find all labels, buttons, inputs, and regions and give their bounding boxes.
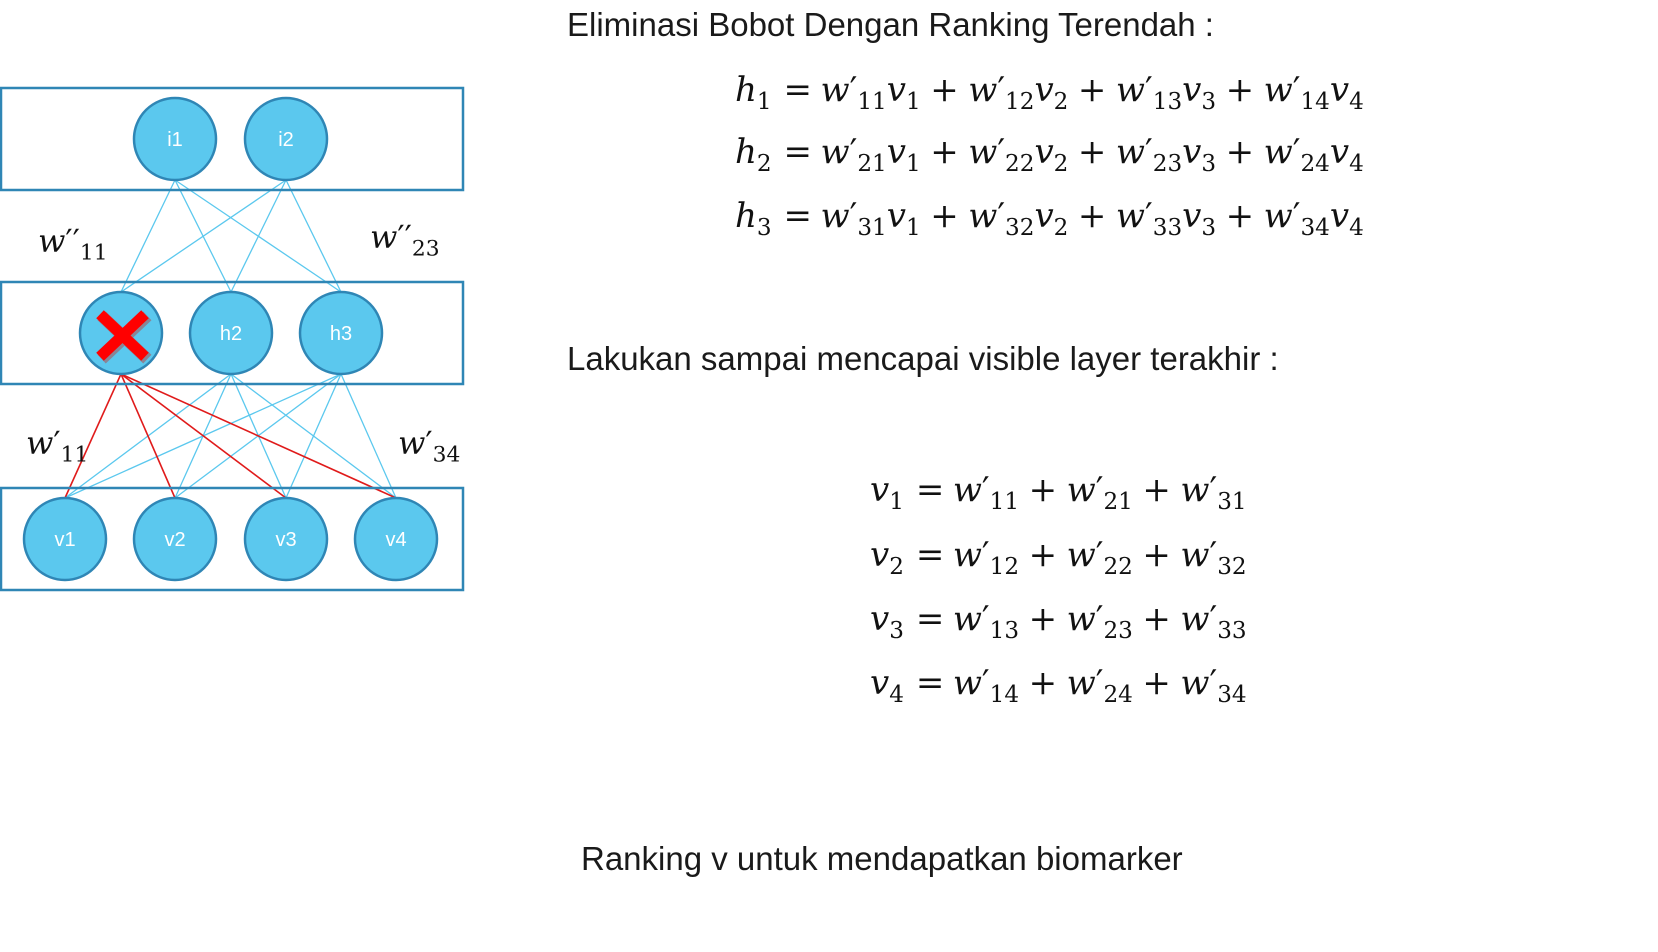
equation-v1: v1=w′11+w′21+w′31 <box>870 470 1247 516</box>
equation-h1: h1=w′11v1+w′12v2+w′13v3+w′14v4 <box>735 70 1364 116</box>
weight-label-w23-double: w′′23 <box>370 218 440 262</box>
link-i2-h1 <box>120 179 287 293</box>
node-v2-label: v2 <box>164 529 185 551</box>
equation-v4: v4=w′14+w′24+w′34 <box>870 663 1247 709</box>
node-i1-circle <box>132 96 218 182</box>
link-eliminated-h1-v3 <box>120 373 287 499</box>
link-i2-h2 <box>230 179 287 293</box>
hidden-layer-box <box>0 280 465 386</box>
eliminated-cross-icon <box>96 310 152 364</box>
node-h3-label: h3 <box>330 323 352 345</box>
node-h2-circle <box>188 290 274 376</box>
node-i2: i2 <box>243 96 329 182</box>
link-i1-h1 <box>120 179 176 293</box>
heading-repeat: Lakukan sampai mencapai visible layer te… <box>567 340 1279 377</box>
node-h2-label: h2 <box>220 323 242 345</box>
equation-h3: h3=w′31v1+w′32v2+w′33v3+w′34v4 <box>735 196 1364 242</box>
node-i1-label: i1 <box>167 129 183 151</box>
node-h3: h3 <box>298 290 384 376</box>
node-v1-circle <box>22 496 108 582</box>
links-top-to-hidden <box>120 179 342 293</box>
weight-label-w34-single: w′34 <box>398 424 461 468</box>
node-v2: v2 <box>132 496 218 582</box>
rbm-network-diagram: i1 i2 h2 h3 v1 v2 v3 v4 <box>0 86 465 592</box>
node-v4: v4 <box>353 496 439 582</box>
link-h3-v3 <box>285 373 342 499</box>
weight-label-w11-single: w′11 <box>26 424 89 468</box>
top-layer-box <box>0 86 465 192</box>
links-hidden-to-visible <box>64 373 397 499</box>
visible-layer-box <box>0 486 465 592</box>
node-v1-label: v1 <box>54 529 75 551</box>
node-v3: v3 <box>243 496 329 582</box>
node-v4-label: v4 <box>385 529 406 551</box>
heading-eliminate: Eliminasi Bobot Dengan Ranking Terendah … <box>567 6 1214 43</box>
weight-label-w11-double: w′′11 <box>38 222 108 266</box>
heading-ranking: Ranking v untuk mendapatkan biomarker <box>581 840 1183 877</box>
link-eliminated-h1-v4 <box>120 373 397 499</box>
node-v1: v1 <box>22 496 108 582</box>
node-v3-label: v3 <box>275 529 296 551</box>
equation-v3: v3=w′13+w′23+w′33 <box>870 599 1247 645</box>
node-v2-circle <box>132 496 218 582</box>
equation-h2: h2=w′21v1+w′22v2+w′23v3+w′24v4 <box>735 132 1364 178</box>
links-eliminated <box>64 373 397 499</box>
node-i1: i1 <box>132 96 218 182</box>
node-h2: h2 <box>188 290 274 376</box>
link-eliminated-h1-v2 <box>120 373 176 499</box>
link-h3-v4 <box>340 373 397 499</box>
node-i2-circle <box>243 96 329 182</box>
node-v3-circle <box>243 496 329 582</box>
node-v4-circle <box>353 496 439 582</box>
link-i2-h3 <box>285 179 342 293</box>
node-h3-circle <box>298 290 384 376</box>
link-eliminated-h1-v1 <box>64 373 122 499</box>
equation-v2: v2=w′12+w′22+w′32 <box>870 535 1247 581</box>
node-i2-label: i2 <box>278 129 294 151</box>
